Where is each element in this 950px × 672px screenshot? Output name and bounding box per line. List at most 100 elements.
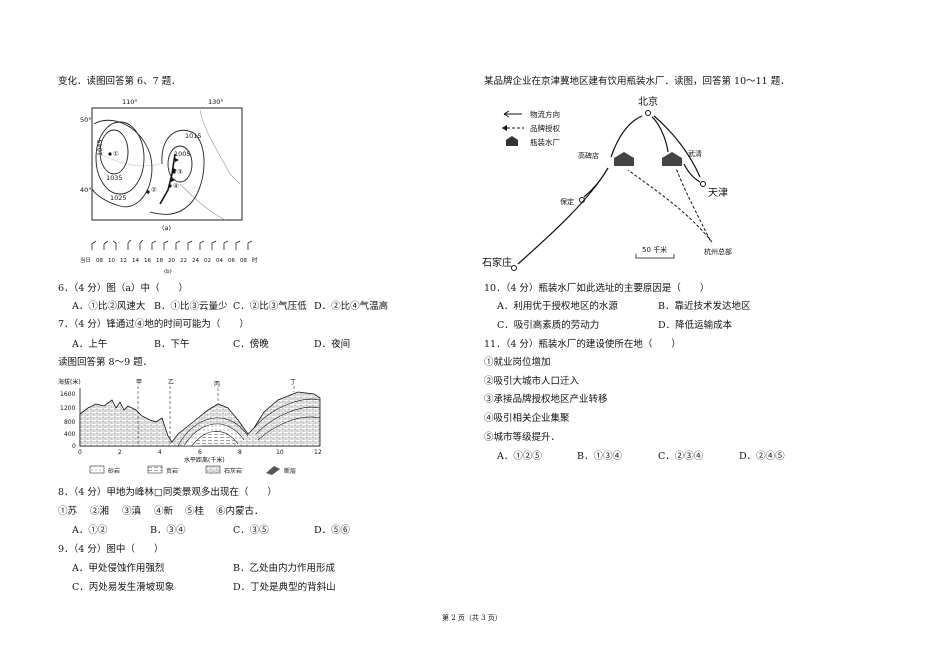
bottled-water-map: 物流方向 品牌授权 瓶装水厂 北京 高碑店 武清 天津 保定 石家庄 杭州总部 … [482, 95, 732, 271]
xtick-10: 10 [276, 449, 284, 456]
isobar-1005: 1005 [174, 150, 191, 158]
q11-item-5: ⑤城市等级提升． [484, 432, 561, 443]
tick-3: 14 [132, 258, 139, 264]
point-4: ④ [173, 182, 179, 190]
ytick-800: 800 [64, 419, 76, 426]
wind-timeline-b: 当日 08 10 12 14 16 18 20 22 24 02 04 06 0… [80, 239, 258, 275]
q8-option-d[interactable]: D．⑤⑥ [314, 525, 351, 536]
tick-5: 18 [156, 258, 163, 264]
map-scale: 50 千米 [642, 245, 667, 254]
tick-12: 08 [240, 258, 247, 264]
xtick-12: 12 [314, 449, 322, 456]
q10-option-b[interactable]: B．靠近技术发达地区 [658, 301, 751, 312]
q7-option-a[interactable]: A．上午 [72, 339, 108, 350]
map-a-caption: (a) [162, 224, 171, 232]
q8-option-a[interactable]: A．①② [72, 525, 108, 536]
q8-choice-6: ⑥内蒙古． [216, 506, 264, 517]
q11-option-d[interactable]: D．②④⑤ [739, 451, 785, 462]
place-ding: 丁 [290, 379, 296, 386]
city-gaobeidian: 高碑店 [578, 151, 599, 160]
legend-fault: 断层 [284, 467, 296, 475]
q8-stem: 8．（4 分）甲地为峰林□同类景观多出现在（ ） [58, 487, 277, 498]
timeline-caption: (b) [164, 269, 172, 275]
intro-q6-7: 变化．读图回答第 6、7 题． [58, 76, 181, 87]
point-2: ② [151, 186, 157, 194]
timeline-suffix: 时 [252, 256, 258, 264]
ytick-0: 0 [72, 443, 76, 450]
city-shijiazhuang: 石家庄 [482, 256, 512, 269]
q8-choice-4: ④新 [154, 506, 174, 517]
q6-option-b[interactable]: B．①比③云量少 [154, 301, 228, 312]
q11-item-1: ①就业岗位增加 [484, 357, 551, 368]
city-wuqing: 武清 [688, 149, 702, 158]
q8-option-b[interactable]: B．③④ [150, 525, 186, 536]
tick-11: 06 [228, 258, 235, 264]
xtick-4: 4 [158, 449, 162, 456]
q11-option-a[interactable]: A．①②⑤ [497, 451, 542, 462]
q9-option-d[interactable]: D．丁处是典型的背斜山 [233, 582, 336, 593]
lon-130-label: 130° [208, 98, 224, 106]
tick-6: 20 [168, 258, 175, 264]
q10-stem: 10．（4 分）瓶装水厂如此选址的主要原因是（ ） [484, 283, 710, 294]
q10-option-a[interactable]: A．利用优于授权地区的水源 [497, 301, 618, 312]
place-yi: 乙 [168, 379, 174, 386]
legend-logistics: 物流方向 [530, 109, 560, 119]
q10-option-c[interactable]: C．吸引高素质的劳动力 [497, 320, 600, 331]
lat-40-label: 40° [80, 186, 92, 194]
intro-q8-9: 读图回答第 8～9 题． [58, 357, 153, 368]
isobar-1035: 1035 [106, 174, 123, 182]
q7-stem: 7．（4 分）锋通过④地的时间可能为（ ） [58, 319, 249, 330]
legend-factory: 瓶装水厂 [530, 137, 560, 147]
ytick-400: 400 [64, 431, 76, 438]
isobar-1015: 1015 [185, 132, 202, 140]
xtick-6: 6 [198, 449, 202, 456]
place-jia: 甲 [136, 379, 142, 386]
legend-shale: 页岩 [166, 467, 178, 475]
q8-choice-3: ③滇 [122, 506, 142, 517]
lon-110-label: 110° [122, 98, 138, 106]
xtick-0: 0 [78, 449, 82, 456]
place-bing: 丙 [214, 381, 220, 388]
tick-0: 08 [96, 258, 103, 264]
lat-50-label: 50° [80, 116, 92, 124]
tick-10: 04 [216, 258, 223, 264]
q9-stem: 9．（4 分）图中（ ） [58, 544, 164, 555]
q6-option-a[interactable]: A．①比②风速大 [72, 301, 146, 312]
point-1: ① [113, 150, 119, 158]
q7-option-c[interactable]: C．傍晚 [233, 339, 269, 350]
q6-stem: 6．（4 分）图（a）中（ ） [58, 283, 189, 294]
q11-option-b[interactable]: B．①③④ [577, 451, 622, 462]
xtick-8: 8 [238, 449, 242, 456]
q10-option-d[interactable]: D．降低运输成本 [658, 320, 733, 331]
section-xlabel: 水平距离(千米) [184, 456, 225, 464]
point-3: ③ [177, 168, 183, 176]
q11-option-c[interactable]: C．②③④ [658, 451, 704, 462]
q8-choice-1: ①苏 [58, 506, 78, 517]
q11-item-3: ③承接品牌授权地区产业转移 [484, 394, 608, 405]
intro-q10-11: 某品牌企业在京津冀地区建有饮用瓶装水厂．读图，回答第 10～11 题． [484, 76, 790, 87]
q9-option-b[interactable]: B．乙处由内力作用形成 [233, 563, 335, 574]
q11-stem: 11．（4 分）瓶装水厂的建设使所在地（ ） [484, 339, 681, 350]
tick-1: 10 [108, 258, 115, 264]
legend-brand: 品牌授权 [530, 123, 560, 133]
section-ylabel: 海拔(米) [58, 378, 81, 386]
tick-2: 12 [120, 258, 127, 264]
tick-4: 16 [144, 258, 151, 264]
q11-item-2: ②吸引大城市人口迁入 [484, 376, 580, 387]
q8-option-c[interactable]: C．③⑤ [233, 525, 269, 536]
q6-option-c[interactable]: C．②比③气压低 [233, 301, 307, 312]
q11-item-4: ④吸引相关企业集聚 [484, 413, 570, 424]
weather-map-a: 110° 130° 50° 40° 1045 1035 1025 1015 10… [80, 98, 243, 232]
q7-option-d[interactable]: D．夜间 [314, 339, 351, 350]
q9-option-c[interactable]: C．丙处易发生滑坡现象 [72, 582, 175, 593]
q8-choice-2: ②湘 [90, 506, 110, 517]
isobar-1025: 1025 [110, 194, 127, 202]
xtick-2: 2 [118, 449, 122, 456]
tick-7: 22 [180, 258, 187, 264]
q8-choice-5: ⑤桂 [185, 506, 205, 517]
q6-option-d[interactable]: D．②比④气温高 [314, 301, 389, 312]
q9-option-a[interactable]: A．甲处侵蚀作用强烈 [72, 563, 165, 574]
q7-option-b[interactable]: B．下午 [154, 339, 190, 350]
tick-9: 02 [204, 258, 211, 264]
city-baoding: 保定 [560, 197, 574, 206]
